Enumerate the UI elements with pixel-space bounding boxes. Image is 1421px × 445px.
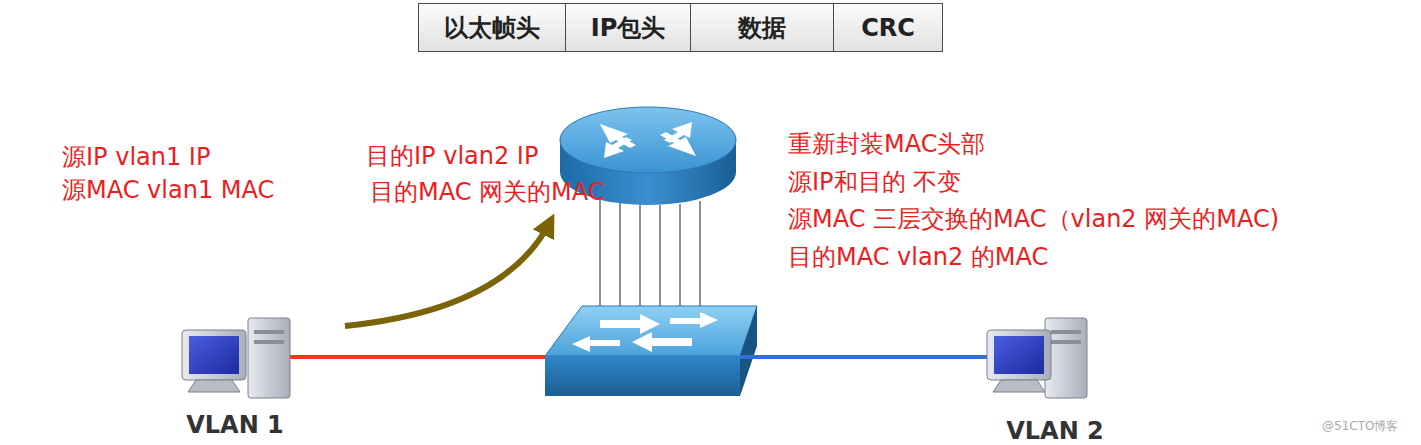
header-field-box: 以太帧头 — [418, 3, 566, 52]
host-node: VLAN 2 — [975, 305, 1135, 443]
header-field-box: CRC — [833, 3, 943, 52]
annotation-text: 源IP vlan1 IP — [62, 144, 210, 170]
field-name: IP包头 — [591, 12, 666, 44]
flow-arrow — [345, 222, 550, 326]
annotation-text: 目的MAC 网关的MAC — [370, 179, 605, 205]
annotation-text: 源IP和目的 不变 — [788, 169, 961, 195]
header-field-box: IP包头 — [565, 3, 691, 52]
annotation-text: 目的MAC vlan2 的MAC — [788, 244, 1048, 270]
annotation-text: 重新封装MAC头部 — [788, 131, 985, 157]
pc-icon — [987, 318, 1087, 398]
pc-icon — [182, 318, 290, 398]
field-name: 数据 — [738, 12, 786, 44]
vlan-label: VLAN 1 — [186, 413, 284, 437]
trunk-links — [600, 200, 700, 312]
annotation-text: 目的IP vlan2 IP — [366, 143, 538, 169]
vlan1-link — [290, 355, 545, 359]
field-name: CRC — [861, 14, 915, 42]
annotation-text: 源MAC vlan1 MAC — [62, 177, 274, 203]
field-name: 以太帧头 — [444, 12, 540, 44]
vlan-label: VLAN 2 — [1006, 419, 1104, 443]
annotation-text: 源MAC 三层交换的MAC（vlan2 网关的MAC) — [788, 206, 1279, 232]
switch-icon — [545, 306, 757, 396]
host-node: VLAN 1 — [165, 305, 305, 437]
header-field-box: 数据 — [690, 3, 834, 52]
vlan2-link — [740, 355, 990, 359]
watermark: @51CTO博客 — [1322, 420, 1398, 433]
